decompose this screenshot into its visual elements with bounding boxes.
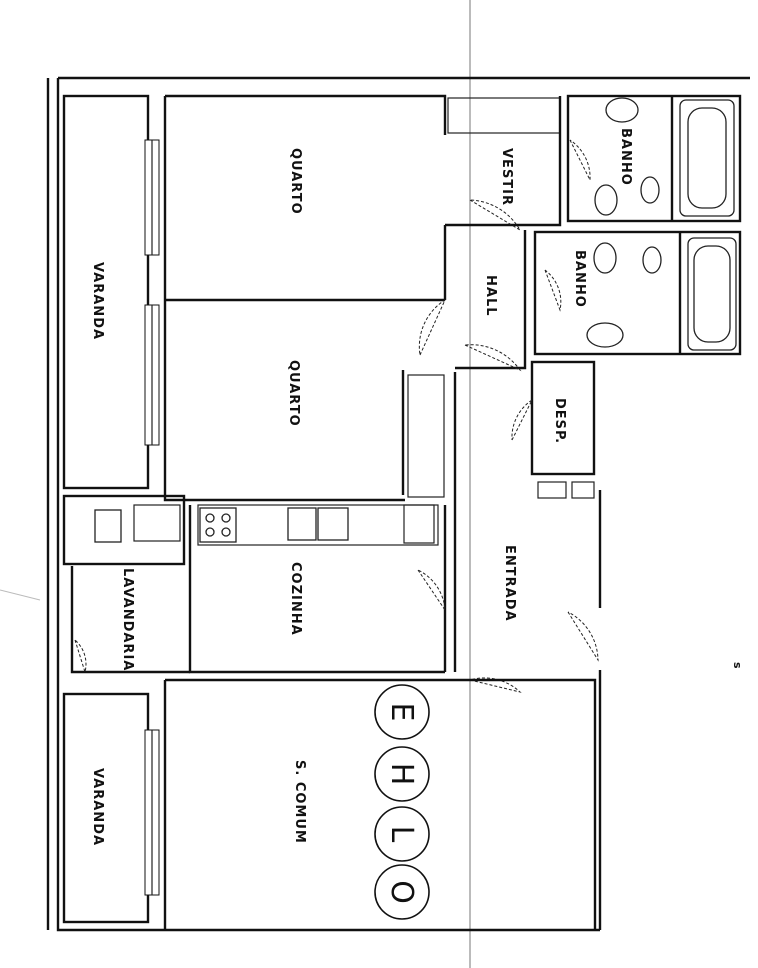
laundry xyxy=(62,494,190,674)
pantry xyxy=(511,360,596,499)
varanda-top xyxy=(62,94,160,490)
room-label-vestir: VESTIR xyxy=(499,148,514,206)
logo-letter-e: E xyxy=(384,703,419,722)
bedrooms xyxy=(163,94,561,502)
room-label-quarto-middle: QUARTO xyxy=(286,360,301,427)
room-label-banho-top: BANHO xyxy=(618,128,633,186)
room-label-hall: HALL xyxy=(483,275,498,317)
edge-mark: s xyxy=(731,662,744,669)
room-label-varanda-top: VARANDA xyxy=(90,262,105,340)
hall-vestir xyxy=(418,96,591,372)
kitchen xyxy=(188,504,447,674)
room-label-varanda-bottom: VARANDA xyxy=(90,768,105,846)
room-label-cozinha: COZINHA xyxy=(288,562,303,636)
room-label-banho-bottom: BANHO xyxy=(572,250,587,308)
logo-letter-o: O xyxy=(384,880,419,904)
room-label-lavandaria: LAVANDARIA xyxy=(120,568,135,671)
bathroom-bottom xyxy=(533,230,742,356)
outer-walls xyxy=(46,76,750,932)
bathroom-top xyxy=(566,94,742,223)
room-label-quarto-top: QUARTO xyxy=(288,148,303,215)
room-label-s-comum: S. COMUM xyxy=(292,760,307,844)
logo-letter-l: L xyxy=(384,826,419,843)
ehlo-logo: E H L O xyxy=(374,684,430,920)
living-area xyxy=(62,678,597,930)
room-label-entrada: ENTRADA xyxy=(502,545,517,622)
logo-letter-h: H xyxy=(384,763,419,786)
room-label-desp: DESP. xyxy=(552,398,567,444)
scan-edge-line xyxy=(0,589,41,601)
